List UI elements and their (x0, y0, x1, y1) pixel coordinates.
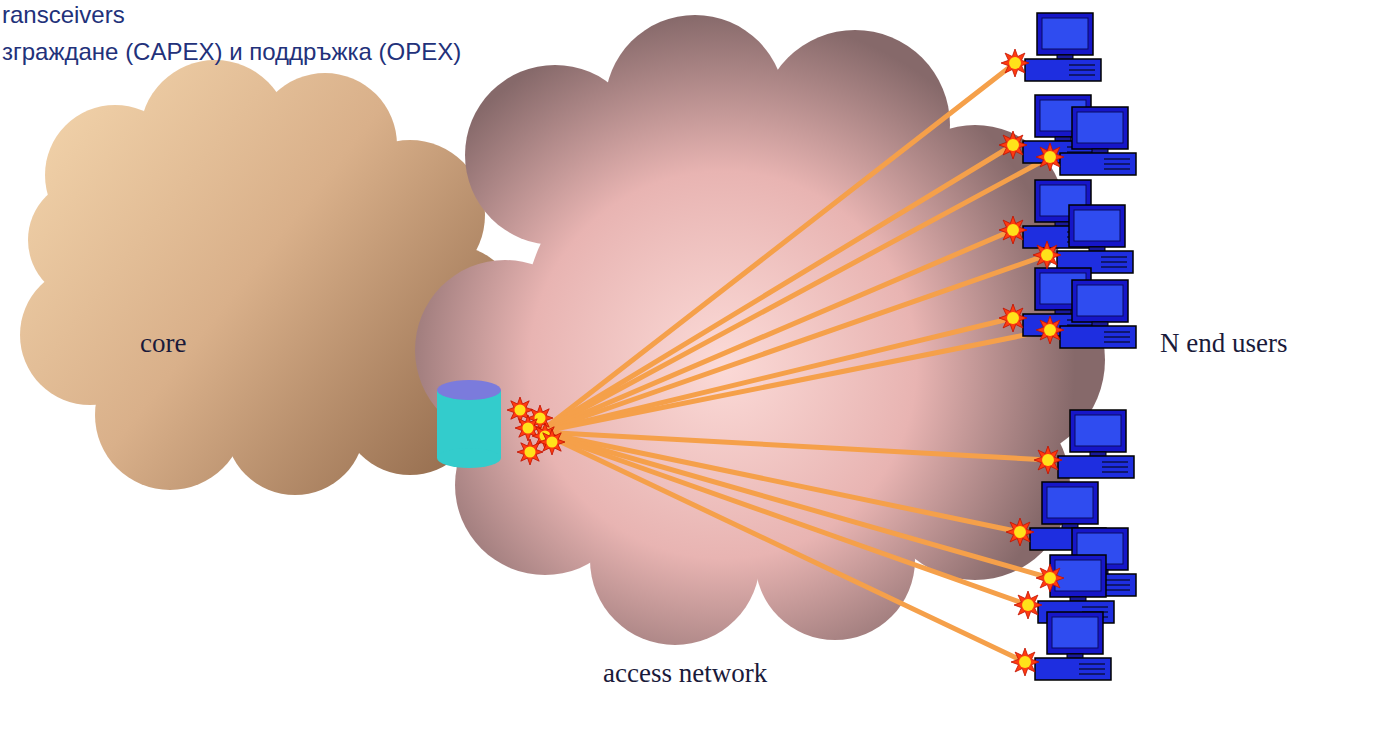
core-cloud: core (20, 50, 520, 490)
cloud-label: access network (603, 658, 767, 689)
cloud-label: core (140, 328, 186, 359)
cloud-shape (435, 30, 1075, 700)
users-label: N end users (1160, 328, 1287, 359)
slide-text: зграждане (CAPEX) и поддръжка (OPEX) (2, 38, 461, 66)
aggregation-node-symbol (437, 380, 501, 468)
cloud-shape (20, 50, 520, 490)
slide-text: ransceivers (2, 1, 125, 29)
access-network-cloud: access network (435, 30, 1075, 700)
